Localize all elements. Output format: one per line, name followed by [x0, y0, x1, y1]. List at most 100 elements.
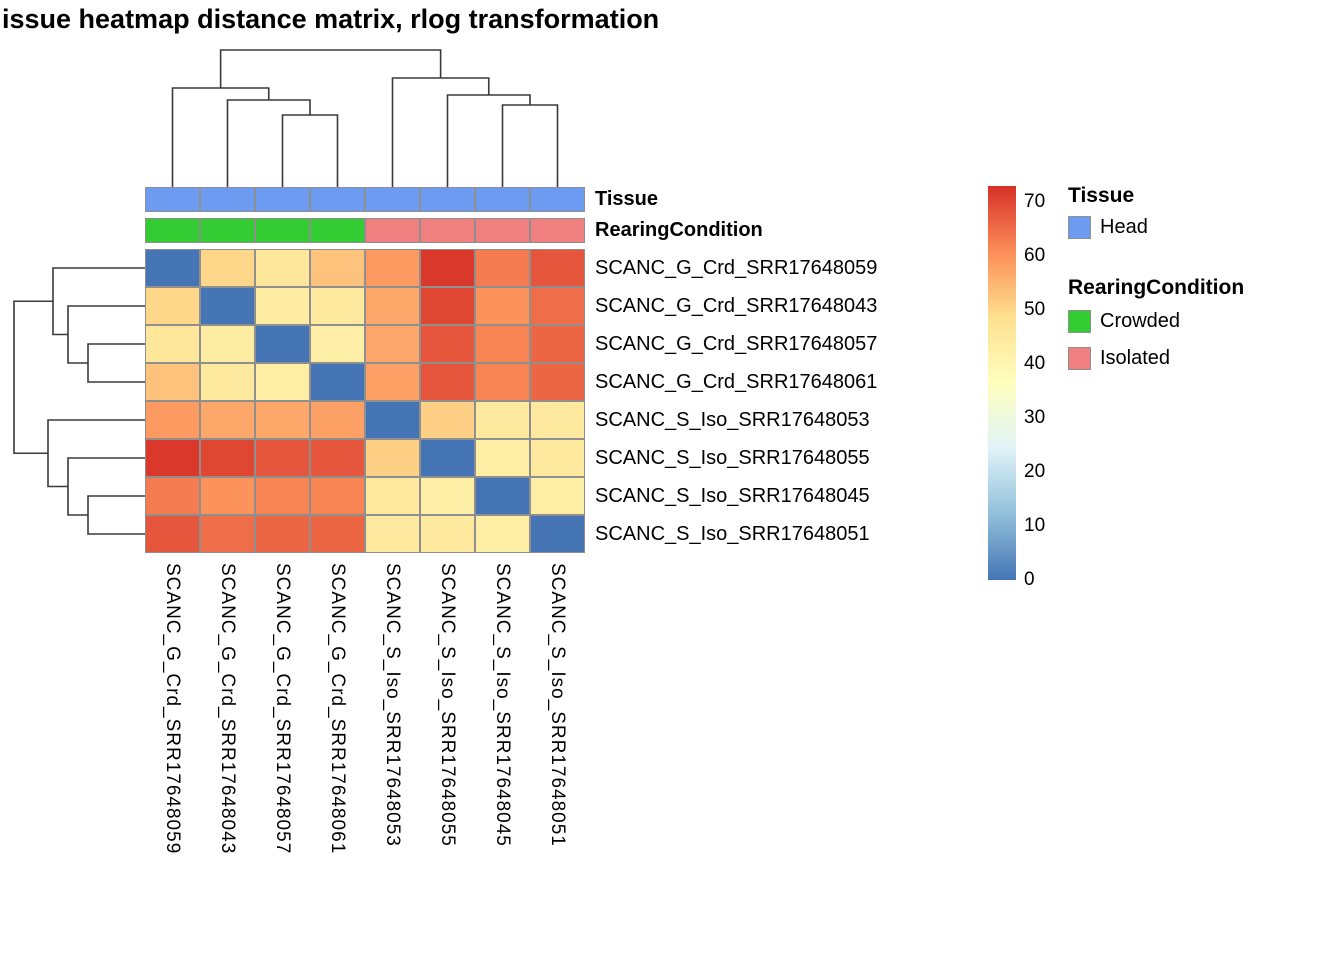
- heatmap-cell: [310, 401, 365, 439]
- heatmap-cell: [200, 515, 255, 553]
- heatmap-cell: [420, 477, 475, 515]
- row-dendrogram: [13, 267, 145, 535]
- heatmap-cell: [255, 401, 310, 439]
- rearing-condition-annotation-label: RearingCondition: [595, 219, 763, 241]
- annotation-cell: [365, 218, 420, 243]
- heatmap-cell: [310, 439, 365, 477]
- color-scale-tick: 50: [1024, 299, 1046, 321]
- color-scale-tick: 0: [1024, 569, 1035, 590]
- heatmap-cell: [200, 477, 255, 515]
- annotation-cell: [310, 218, 365, 243]
- tissue-annotation-label: Tissue: [595, 188, 658, 210]
- heatmap-cell: [475, 515, 530, 553]
- heatmap-cell: [145, 325, 200, 363]
- heatmap-cell: [365, 249, 420, 287]
- heatmap-cell: [530, 515, 585, 553]
- row-label: SCANC_S_Iso_SRR17648045: [595, 485, 870, 507]
- heatmap-cell: [365, 439, 420, 477]
- column-label: SCANC_S_Iso_SRR17648055: [437, 563, 458, 847]
- heatmap-cell: [475, 439, 530, 477]
- heatmap-cell: [530, 325, 585, 363]
- heatmap-cell: [255, 249, 310, 287]
- column-dendrogram: [171, 49, 559, 187]
- row-label: SCANC_S_Iso_SRR17648051: [595, 523, 870, 545]
- heatmap-cell: [420, 515, 475, 553]
- heatmap-cell: [420, 287, 475, 325]
- legend-item-isolated: Isolated: [1068, 347, 1170, 370]
- column-label: SCANC_S_Iso_SRR17648051: [547, 563, 568, 847]
- heatmap-cell: [475, 363, 530, 401]
- column-label: SCANC_G_Crd_SRR17648043: [217, 563, 238, 855]
- isolated-color-swatch: [1068, 347, 1091, 370]
- legend-rearing-condition-header: RearingCondition: [1068, 276, 1245, 299]
- annotation-cell: [365, 187, 420, 212]
- heatmap-cell: [420, 401, 475, 439]
- color-scale-tick: 10: [1024, 515, 1046, 537]
- row-label: SCANC_G_Crd_SRR17648061: [595, 371, 878, 393]
- heatmap-cell: [145, 515, 200, 553]
- heatmap-cell: [255, 325, 310, 363]
- heatmap-cell: [310, 287, 365, 325]
- heatmap-cell: [475, 477, 530, 515]
- column-label: SCANC_G_Crd_SRR17648061: [327, 563, 348, 855]
- annotation-cell: [200, 187, 255, 212]
- annotation-cell: [255, 218, 310, 243]
- heatmap-cell: [145, 249, 200, 287]
- column-label: SCANC_G_Crd_SRR17648057: [272, 563, 293, 855]
- heatmap-cell: [530, 363, 585, 401]
- heatmap-cell: [310, 249, 365, 287]
- heatmap-cell: [200, 249, 255, 287]
- heatmap-cell: [200, 325, 255, 363]
- heatmap-cell: [475, 325, 530, 363]
- heatmap-cell: [420, 249, 475, 287]
- heatmap-cell: [365, 401, 420, 439]
- legend-item-isolated-label: Isolated: [1100, 347, 1171, 369]
- annotation-cell: [145, 218, 200, 243]
- heatmap-cell: [310, 515, 365, 553]
- heatmap-cell: [255, 439, 310, 477]
- heatmap-cell: [530, 249, 585, 287]
- row-label: SCANC_S_Iso_SRR17648053: [595, 409, 870, 431]
- heatmap-cell: [145, 363, 200, 401]
- heatmap-cell: [475, 249, 530, 287]
- row-label: SCANC_G_Crd_SRR17648059: [595, 257, 878, 279]
- heatmap-cell: [365, 515, 420, 553]
- color-scale-tick: 70: [1024, 191, 1046, 213]
- heatmap-cell: [255, 363, 310, 401]
- heatmap-cell: [200, 363, 255, 401]
- chart-title: issue heatmap distance matrix, rlog tran…: [2, 4, 660, 34]
- column-label: SCANC_S_Iso_SRR17648045: [492, 563, 513, 847]
- row-label: SCANC_G_Crd_SRR17648057: [595, 333, 878, 355]
- heatmap-cell: [145, 401, 200, 439]
- heatmap-cell: [420, 363, 475, 401]
- distance-matrix-heatmap: [145, 249, 585, 553]
- annotation-cell: [475, 218, 530, 243]
- annotation-cell: [200, 218, 255, 243]
- annotation-cell: [420, 218, 475, 243]
- color-scale-gradient: [988, 186, 1016, 580]
- row-label: SCANC_S_Iso_SRR17648055: [595, 447, 870, 469]
- annotation-cell: [145, 187, 200, 212]
- row-label: SCANC_G_Crd_SRR17648043: [595, 295, 878, 317]
- heatmap-cell: [255, 477, 310, 515]
- heatmap-cell: [145, 287, 200, 325]
- heatmap-cell: [365, 287, 420, 325]
- legend-item-head-label: Head: [1100, 216, 1148, 238]
- heatmap-cell: [475, 401, 530, 439]
- heatmap-cell: [200, 401, 255, 439]
- heatmap-cell: [365, 363, 420, 401]
- head-color-swatch: [1068, 216, 1091, 239]
- color-scale-tick: 60: [1024, 245, 1046, 267]
- heatmap-cell: [310, 363, 365, 401]
- rearing-condition-annotation-bar: [145, 218, 585, 243]
- heatmap-cell: [530, 439, 585, 477]
- heatmap-cell: [310, 325, 365, 363]
- annotation-cell: [530, 218, 585, 243]
- legend-item-crowded-label: Crowded: [1100, 310, 1181, 332]
- heatmap-cell: [255, 515, 310, 553]
- heatmap-cell: [530, 401, 585, 439]
- heatmap-cell: [145, 477, 200, 515]
- heatmap-cell: [255, 287, 310, 325]
- heatmap-cell: [530, 477, 585, 515]
